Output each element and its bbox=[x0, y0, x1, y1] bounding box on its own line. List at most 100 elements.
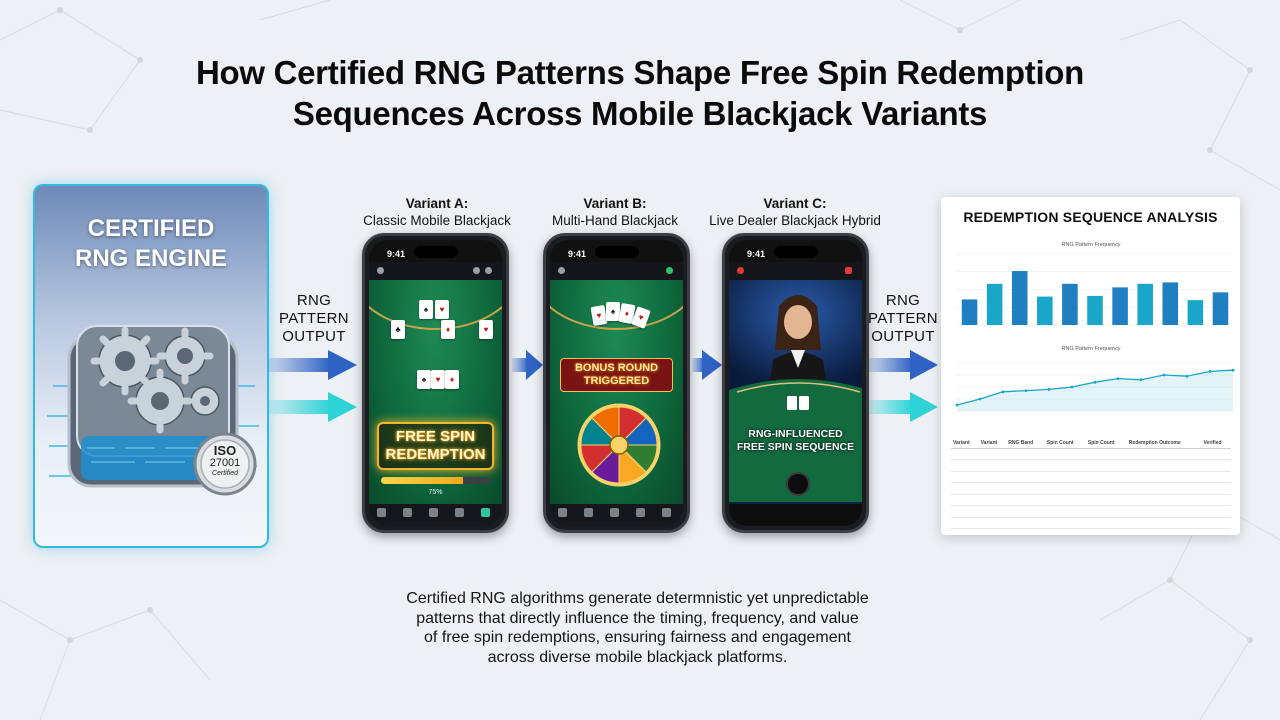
phone-variant-b: 9:41 ♥ ♠ ♦ ♥ BONUS ROUND TRIGGERED bbox=[543, 233, 690, 533]
bar-chart-bar bbox=[986, 283, 1003, 325]
bonus-wheel[interactable] bbox=[550, 240, 683, 526]
variant-a-name: Variant A: bbox=[405, 196, 469, 211]
bar-chart-bar bbox=[1162, 282, 1179, 325]
close-icon[interactable] bbox=[845, 267, 852, 274]
player-card: ♣ bbox=[391, 320, 405, 339]
bar-chart-bar bbox=[1187, 300, 1204, 325]
table-cell bbox=[1126, 471, 1202, 483]
table-row bbox=[951, 459, 1231, 472]
line-chart-point bbox=[1231, 368, 1235, 372]
table-header-cell: Verified bbox=[1201, 438, 1231, 449]
phone-c-top-bar bbox=[729, 262, 862, 280]
line-chart-point bbox=[1024, 389, 1028, 392]
table-cell bbox=[1085, 482, 1127, 495]
table-cell bbox=[1201, 471, 1231, 483]
table-cell bbox=[978, 471, 1007, 483]
iso-badge-icon bbox=[193, 432, 257, 496]
analysis-title: REDEMPTION SEQUENCE ANALYSIS bbox=[963, 209, 1218, 225]
nav-games-icon[interactable] bbox=[584, 508, 593, 517]
table-cell bbox=[1201, 448, 1231, 460]
table-cell bbox=[1006, 471, 1045, 483]
table-cell bbox=[1006, 448, 1045, 460]
table-cell bbox=[951, 517, 979, 529]
caption: Certified RNG algorithms generate determ… bbox=[330, 589, 945, 667]
redemption-analysis-panel: REDEMPTION SEQUENCE ANALYSIS RNG Pattern… bbox=[941, 197, 1240, 535]
line-chart-point bbox=[1116, 377, 1120, 380]
phone-b-screen: 9:41 ♥ ♠ ♦ ♥ BONUS ROUND TRIGGERED bbox=[550, 240, 683, 526]
table-header-cell: Variant bbox=[951, 438, 979, 449]
line-chart-point bbox=[1001, 390, 1005, 394]
iso-badge-top: ISO bbox=[213, 443, 237, 458]
title-line-1: How Certified RNG Patterns Shape Free Sp… bbox=[195, 54, 1085, 91]
table-row bbox=[951, 471, 1231, 483]
table-cell bbox=[1201, 517, 1231, 529]
caption-line-3: of free spin redemptions, ensuring fairn… bbox=[424, 629, 851, 646]
line-chart-area bbox=[957, 370, 1233, 411]
player-card: ♦ bbox=[441, 320, 455, 339]
analysis-charts: RNG Pattern Frequency RNG Pattern Freque… bbox=[955, 242, 1235, 412]
nav-home-icon[interactable] bbox=[377, 508, 386, 517]
table-cell bbox=[1044, 494, 1086, 506]
table-header-cell: Redemption Outcome bbox=[1126, 438, 1202, 449]
bar-chart-bar bbox=[1062, 283, 1078, 325]
line-chart-point bbox=[1047, 388, 1051, 391]
engine-title-line-2: RNG ENGINE bbox=[74, 245, 227, 272]
variant-c-name: Variant C: bbox=[763, 196, 827, 211]
nav-bonus-icon[interactable] bbox=[429, 508, 438, 517]
bar-chart-bar bbox=[1212, 292, 1229, 325]
bonus-line-2: TRIGGERED bbox=[583, 375, 650, 387]
rng-sequence-banner: RNG-INFLUENCED FREE SPIN SEQUENCE bbox=[735, 428, 856, 454]
table-cell bbox=[1044, 482, 1086, 495]
table-cell bbox=[1126, 482, 1202, 495]
table-header-cell: RNG Band bbox=[1006, 438, 1045, 449]
table-cell bbox=[1126, 505, 1202, 518]
phone-variant-a: 9:41 ♠ ♥ ♣ ♦ ♥ ♠ ♥ ♦ FREE SPIN REDEMPTIO… bbox=[362, 233, 509, 533]
table-cell bbox=[1044, 505, 1086, 518]
free-spin-banner: FREE SPIN REDEMPTION bbox=[377, 422, 494, 470]
table-cell bbox=[951, 482, 979, 495]
nav-bonus-icon[interactable] bbox=[610, 508, 619, 517]
nav-wallet-icon[interactable] bbox=[636, 508, 645, 517]
hand-card: ♦ bbox=[445, 370, 459, 389]
table-row bbox=[951, 448, 1231, 460]
phone-c-clock: 9:41 bbox=[747, 249, 766, 259]
phone-b-nav-bar bbox=[550, 504, 683, 526]
bar-chart-bar bbox=[1011, 271, 1028, 325]
caption-line-2: patterns that directly influence the tim… bbox=[416, 609, 859, 627]
iso-badge-number: 27001 bbox=[209, 457, 241, 469]
table-cell bbox=[1006, 505, 1045, 518]
line-chart-point bbox=[1093, 380, 1097, 384]
table-cell bbox=[1201, 494, 1231, 506]
nav-games-icon[interactable] bbox=[403, 508, 412, 517]
nav-more-icon[interactable] bbox=[481, 508, 490, 517]
iso-badge-bottom: Certified bbox=[211, 470, 239, 477]
line-chart-point bbox=[1162, 373, 1166, 377]
table-cell bbox=[1044, 459, 1086, 472]
bonus-round-banner: BONUS ROUND TRIGGERED bbox=[560, 358, 673, 392]
nav-home-icon[interactable] bbox=[558, 508, 567, 517]
bar-chart-bar bbox=[1137, 283, 1153, 325]
flow-right-line-2: PATTERN bbox=[868, 310, 938, 327]
table-header-cell: Variant bbox=[978, 438, 1007, 449]
table-arc bbox=[369, 240, 502, 330]
table-cell bbox=[951, 448, 979, 460]
engine-title: CERTIFIED RNG ENGINE bbox=[35, 214, 267, 274]
rng-engine-card: CERTIFIED RNG ENGINE ISO 27001 Certified bbox=[33, 184, 269, 548]
phone-c-notch bbox=[773, 246, 818, 258]
iso-badge-label: ISO 27001 Certified bbox=[195, 444, 255, 478]
nav-more-icon[interactable] bbox=[662, 508, 671, 517]
rng-seq-line-2: FREE SPIN SEQUENCE bbox=[736, 441, 855, 453]
table-row bbox=[951, 517, 1231, 529]
flow-right-line-1: RNG bbox=[885, 292, 921, 309]
live-dealer-scene bbox=[729, 280, 862, 502]
table-cell bbox=[951, 505, 979, 518]
nav-wallet-icon[interactable] bbox=[455, 508, 464, 517]
table-cell bbox=[1201, 505, 1231, 518]
table-cell bbox=[1085, 505, 1127, 518]
table-cell bbox=[951, 494, 979, 506]
progress-fill bbox=[381, 477, 463, 484]
table-arc bbox=[550, 240, 683, 330]
live-indicator-icon bbox=[737, 267, 744, 274]
deal-button bbox=[786, 472, 810, 496]
